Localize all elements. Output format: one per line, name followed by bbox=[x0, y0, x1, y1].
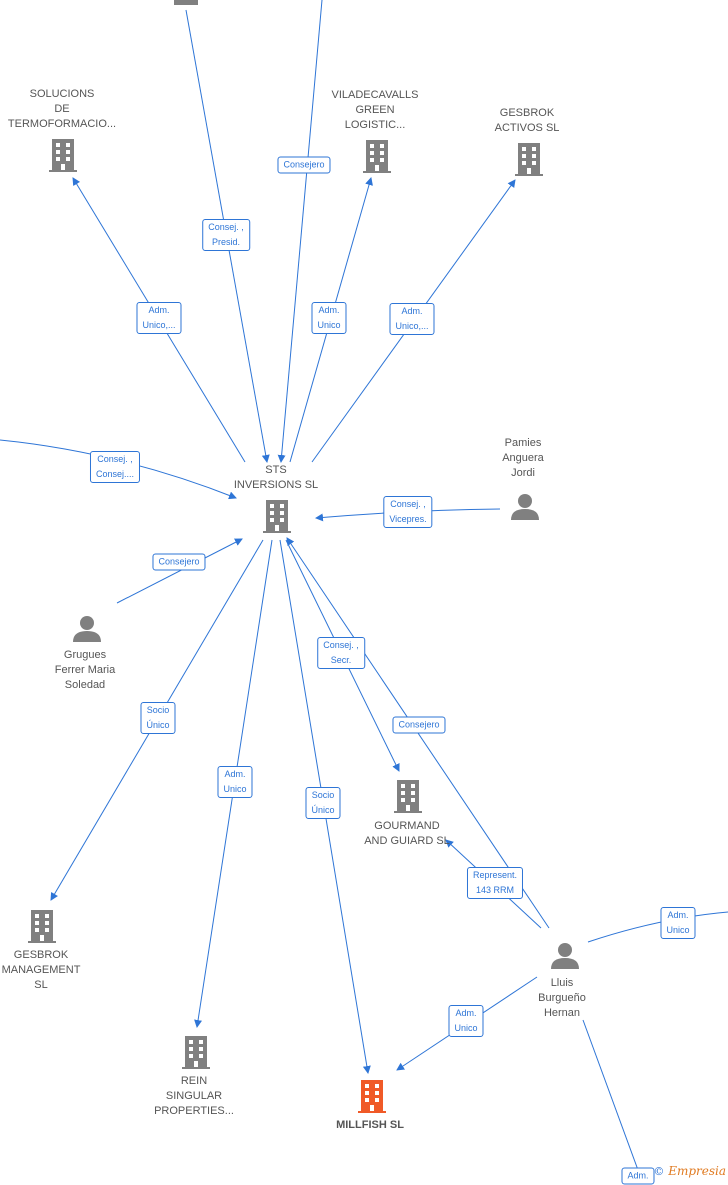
person-icon-grugues[interactable] bbox=[73, 616, 101, 642]
edge-label-represent[interactable]: Represent. 143 RRM bbox=[466, 867, 524, 899]
copyright-icon: © bbox=[653, 1165, 665, 1178]
edge-label-consej-secr[interactable]: Consej. , Secr. bbox=[317, 637, 365, 669]
edge-label-consejero-top[interactable]: Consejero bbox=[277, 156, 331, 174]
edge-line bbox=[116, 538, 243, 604]
company-icon-solucions[interactable] bbox=[49, 139, 77, 172]
edge-label-consej-consej[interactable]: Consej. , Consej.... bbox=[89, 451, 141, 483]
edge-line bbox=[582, 1019, 639, 1171]
brand-watermark: © Empresia bbox=[653, 1164, 726, 1178]
node-label-pamies[interactable]: Pamies Anguera Jordi bbox=[502, 437, 544, 479]
company-icon-millfish[interactable] bbox=[358, 1080, 386, 1113]
edge-label-adm-unico-gesbrok[interactable]: Adm. Unico,... bbox=[389, 303, 435, 335]
person-icon-lluis[interactable] bbox=[551, 943, 579, 969]
edge-label-adm-bottom[interactable]: Adm. bbox=[621, 1167, 655, 1185]
node-label-gesbrok-activos[interactable]: GESBROK ACTIVOS SL bbox=[494, 107, 560, 134]
edge-label-consej-vicepres[interactable]: Consej. , Vicepres. bbox=[383, 496, 433, 528]
edge-label-socio-unico-mgmt[interactable]: Socio Único bbox=[140, 702, 176, 734]
node-label-solucions[interactable]: SOLUCIONS DE TERMOFORMACIO... bbox=[7, 88, 117, 130]
edge-label-adm-unico-lluis-millfish[interactable]: Adm. Unico bbox=[448, 1005, 484, 1037]
node-label-sts[interactable]: STS INVERSIONS SL bbox=[233, 464, 319, 491]
edge-label-consejero-grugues[interactable]: Consejero bbox=[152, 553, 206, 571]
company-icon-gourmand[interactable] bbox=[394, 780, 422, 813]
company-icon-top-cut[interactable] bbox=[174, 0, 198, 5]
edge-label-socio-unico-millfish[interactable]: Socio Único bbox=[305, 787, 341, 819]
company-icon-rein[interactable] bbox=[182, 1036, 210, 1069]
node-label-millfish[interactable]: MILLFISH SL bbox=[336, 1119, 404, 1131]
node-label-rein[interactable]: REIN SINGULAR PROPERTIES... bbox=[154, 1075, 234, 1117]
node-label-gesbrok-management[interactable]: GESBROK MANAGEMENT SL bbox=[1, 949, 81, 991]
brand-logo-text: Empresia bbox=[668, 1164, 726, 1178]
edge-line bbox=[277, 0, 323, 463]
edge-label-adm-unico-right[interactable]: Adm. Unico bbox=[660, 907, 696, 939]
edge-label-consejero-lluis[interactable]: Consejero bbox=[392, 716, 446, 734]
edge-label-adm-unico-rein[interactable]: Adm. Unico bbox=[217, 766, 253, 798]
edge-label-consej-presid[interactable]: Consej. , Presid. bbox=[202, 219, 250, 251]
edge-line bbox=[587, 911, 728, 943]
company-icon-sts[interactable] bbox=[263, 500, 291, 533]
node-label-grugues[interactable]: Grugues Ferrer Maria Soledad bbox=[54, 649, 116, 691]
node-label-gourmand[interactable]: GOURMAND AND GUIARD SL bbox=[364, 820, 450, 847]
node-label-viladecavalls[interactable]: VILADECAVALLS GREEN LOGISTIC... bbox=[331, 89, 419, 131]
company-icon-viladecavalls[interactable] bbox=[363, 140, 391, 173]
edge-label-adm-unico-vila[interactable]: Adm. Unico bbox=[311, 302, 347, 334]
company-icon-gesbrok-activos[interactable] bbox=[515, 143, 543, 176]
edge-label-adm-unico-solucions[interactable]: Adm. Unico,... bbox=[136, 302, 182, 334]
person-icon-pamies[interactable] bbox=[511, 494, 539, 520]
company-icon-gesbrok-management[interactable] bbox=[28, 910, 56, 943]
node-label-lluis[interactable]: Lluis Burgueño Hernan bbox=[538, 977, 586, 1019]
